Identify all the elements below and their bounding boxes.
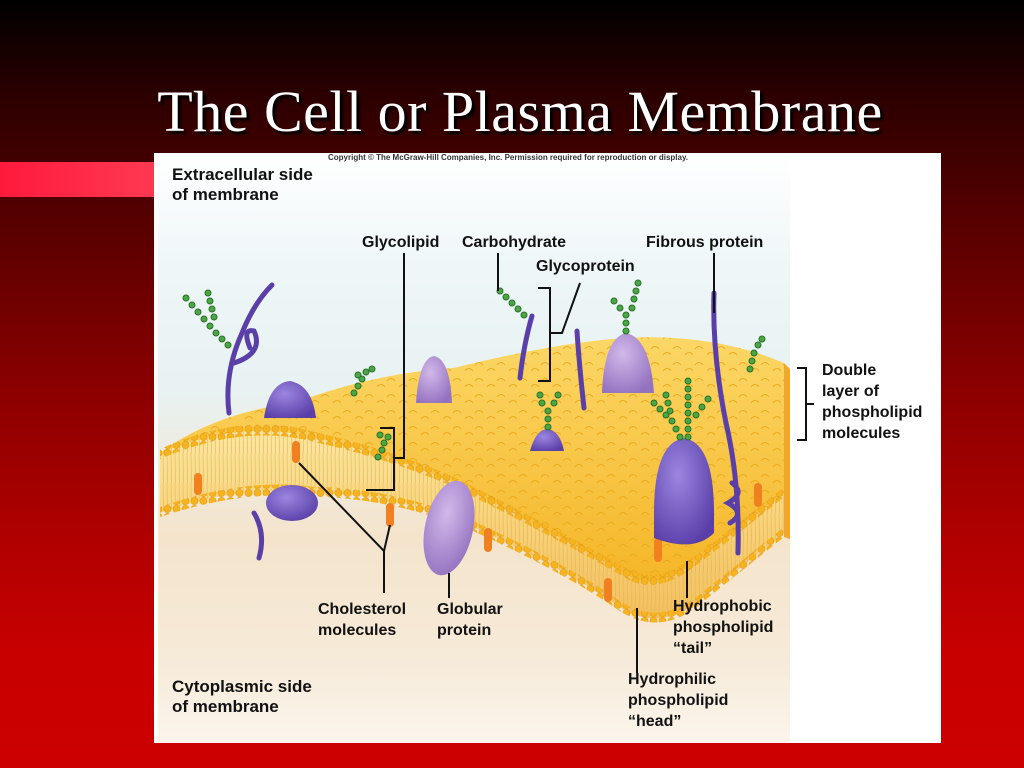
cholesterol-molecules: [194, 441, 762, 602]
cholesterol-leader-2: [383, 524, 391, 552]
label-hydrophobic-3: “tail”: [673, 640, 713, 657]
protein-small-purple: [530, 429, 564, 451]
protein-left-surface: [264, 381, 316, 418]
carb-on-large-protein: [650, 377, 712, 441]
label-hydrophilic-1: Hydrophilic: [628, 671, 717, 688]
label-double-layer-2: layer of: [822, 383, 879, 400]
fibrous-strand-left: [225, 282, 275, 416]
leader-lines: [298, 253, 814, 673]
carb-strand-1: [517, 313, 535, 381]
label-glycolipid: Glycolipid: [362, 234, 440, 251]
carb-chain: [182, 289, 232, 349]
label-fibrous-protein: Fibrous protein: [646, 234, 764, 251]
protein-large-purple: [654, 438, 714, 545]
label-hydrophilic-2: phospholipid: [628, 692, 729, 709]
accent-bar: [0, 162, 160, 197]
carb-strand-2: [574, 328, 587, 411]
carb-on-small-protein: [536, 391, 562, 431]
label-double-layer-1: Double: [822, 362, 877, 379]
label-cholesterol-2: molecules: [318, 622, 397, 639]
inner-heads-row: [160, 484, 784, 623]
glycoprotein-bracket: [538, 287, 551, 382]
label-double-layer-3: phospholipid: [822, 404, 923, 421]
slide-title: The Cell or Plasma Membrane: [157, 79, 883, 144]
label-extracellular-1: Extracellular side: [172, 165, 313, 184]
protein-lilac-1: [416, 356, 452, 403]
copyright-notice: Copyright © The McGraw-Hill Companies, I…: [328, 153, 689, 162]
label-glycoprotein: Glycoprotein: [536, 258, 635, 275]
label-extracellular-2: of membrane: [172, 185, 279, 204]
glycolipid-chain-upper: [350, 365, 376, 397]
label-cytoplasmic-1: Cytoplasmic side: [172, 677, 312, 696]
protein-lilac-2: [602, 333, 654, 393]
glycoprotein-leader: [550, 282, 581, 334]
label-globular-1: Globular: [437, 601, 503, 618]
label-globular-2: protein: [437, 622, 492, 639]
carb-on-lilac-2: [610, 279, 642, 335]
double-layer-bracket: [797, 367, 807, 441]
glycolipid-chain: [374, 431, 392, 461]
label-cholesterol-1: Cholesterol: [318, 601, 407, 618]
membrane-illustration: [160, 253, 814, 673]
label-cytoplasmic-2: of membrane: [172, 697, 279, 716]
label-hydrophobic-2: phospholipid: [673, 619, 774, 636]
membrane-figure: Copyright © The McGraw-Hill Companies, I…: [154, 153, 941, 743]
label-carbohydrate: Carbohydrate: [462, 234, 567, 251]
globular-protein: [423, 480, 475, 576]
protein-left-bottom: [266, 485, 318, 521]
label-double-layer-4: molecules: [822, 425, 901, 442]
carbohydrate-chains: [182, 279, 766, 461]
label-hydrophilic-3: “head”: [628, 713, 682, 730]
carb-right: [746, 335, 766, 373]
glycoprotein-carb: [496, 287, 528, 319]
label-hydrophobic-1: Hydrophobic: [673, 598, 772, 615]
